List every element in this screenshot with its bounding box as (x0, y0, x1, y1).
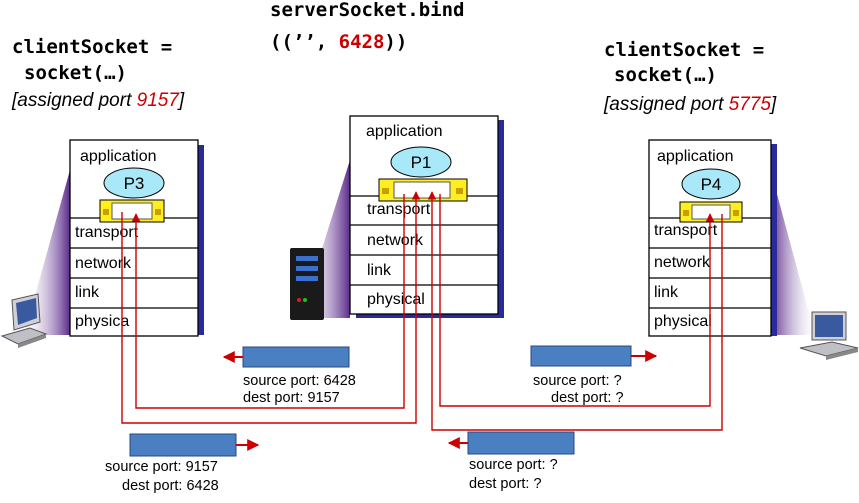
segment-right-request-src: source port: ? (469, 457, 558, 473)
flow-p4-to-p1 (427, 191, 723, 431)
left-layer-physical: physica (75, 313, 129, 330)
right-laptop-icon (799, 311, 859, 360)
server-host: application transport network link physi… (290, 115, 504, 320)
segment-right-request-box (467, 431, 575, 455)
segment-right-reply-src: source port: ? (533, 373, 622, 389)
server-bind-line2: ((’’, 6428)) (270, 31, 407, 53)
left-purple-beam (24, 170, 70, 335)
right-layer-link: link (654, 284, 679, 301)
right-client-socket-line2: socket(…) (614, 64, 717, 86)
right-purple-beam (770, 168, 815, 335)
left-client-host: application transport network link physi… (0, 139, 204, 348)
segment-right-reply-dst: dest port: ? (551, 390, 624, 406)
right-socket-icon (679, 201, 743, 223)
segment-left-reply: source port: 6428 dest port: 9157 (222, 346, 356, 406)
flow-lines (121, 191, 723, 431)
process-p4 (681, 168, 741, 200)
server-layer-physical: physical (367, 291, 425, 308)
server-layer-application: application (366, 123, 443, 140)
segment-left-reply-box (242, 346, 350, 368)
server-tower-icon (290, 248, 324, 320)
process-p4-label: P4 (701, 175, 722, 194)
left-layer-transport: transport (75, 224, 139, 241)
segment-left-request: source port: 9157 dest port: 6428 (105, 433, 260, 494)
segment-right-request-dst: dest port: ? (469, 476, 542, 492)
process-p3 (103, 167, 165, 199)
segment-right-reply-box (530, 345, 632, 367)
left-client-socket-line1: clientSocket = (12, 36, 172, 58)
segment-left-reply-dst: dest port: 9157 (243, 390, 340, 406)
flow-p1-to-p4 (439, 194, 715, 407)
segment-right-reply: source port: ? dest port: ? (530, 345, 658, 406)
segment-right-request: source port: ? dest port: ? (447, 431, 575, 492)
left-laptop-icon (0, 293, 48, 348)
flow-p1-to-p3 (131, 194, 405, 409)
right-assigned-port: [assigned port 5775] (603, 94, 777, 115)
left-client-socket-line2: socket(…) (24, 62, 127, 84)
process-p1-label: P1 (411, 153, 432, 172)
server-layer-link: link (367, 262, 392, 279)
server-bind-line1: serverSocket.bind (270, 0, 464, 21)
left-layer-network: network (75, 255, 132, 272)
right-layer-transport: transport (654, 222, 718, 239)
right-layer-physical: physical (654, 313, 712, 330)
right-layer-network: network (654, 254, 711, 271)
server-socket-icon (378, 178, 468, 202)
right-client-host: application transport network link physi… (648, 139, 859, 360)
server-layer-transport: transport (367, 201, 431, 218)
left-socket-icon (99, 199, 165, 223)
process-p3-label: P3 (124, 174, 145, 193)
process-p1 (390, 146, 452, 178)
segment-left-request-src: source port: 9157 (105, 459, 218, 475)
segment-left-request-box (129, 433, 237, 457)
left-layer-link: link (75, 284, 100, 301)
segment-left-request-dst: dest port: 6428 (122, 478, 219, 494)
right-layer-application: application (657, 148, 734, 165)
left-layer-application: application (80, 148, 157, 165)
flow-p3-to-p1 (121, 191, 421, 424)
server-layer-network: network (367, 232, 424, 249)
left-assigned-port: [assigned port 9157] (11, 90, 185, 111)
right-client-socket-line1: clientSocket = (604, 39, 764, 61)
segment-left-reply-src: source port: 6428 (243, 373, 356, 389)
